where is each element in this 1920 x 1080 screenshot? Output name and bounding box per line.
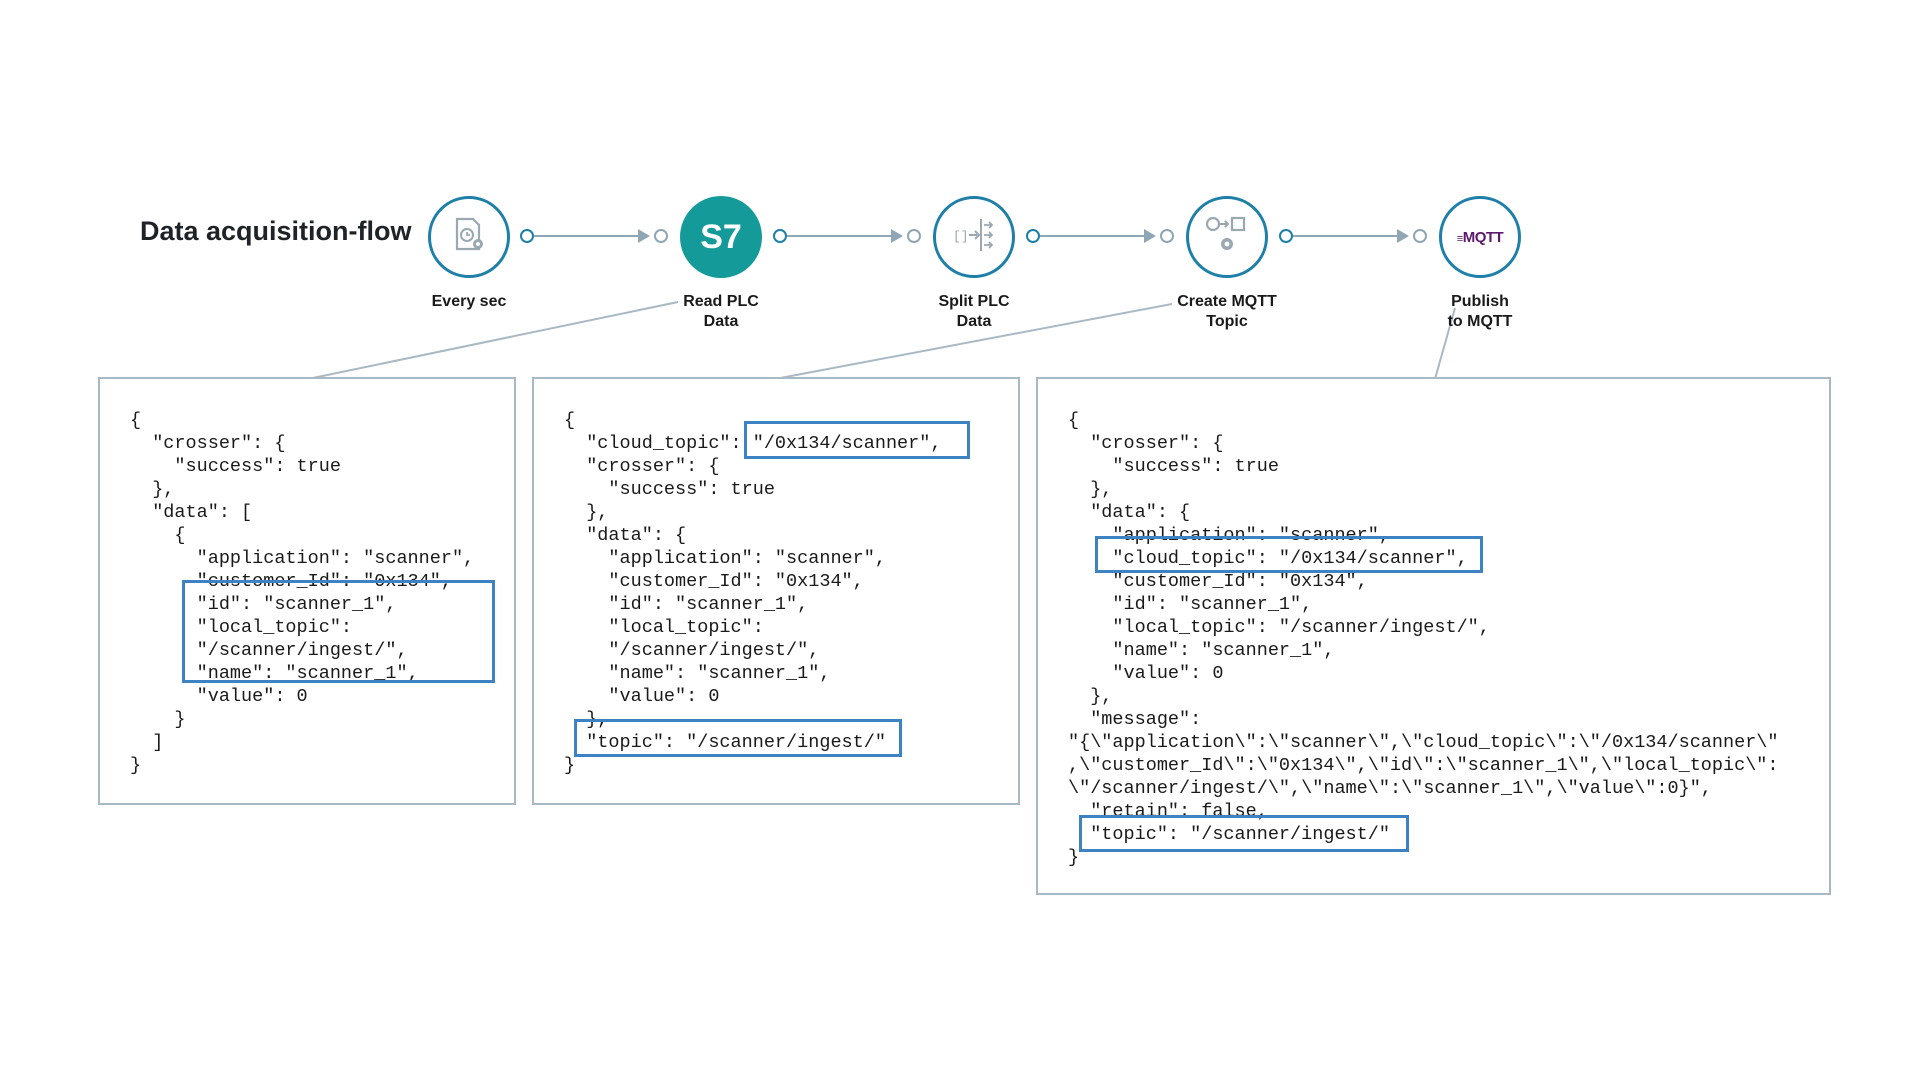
- flow-arrow: [1293, 235, 1397, 237]
- input-port[interactable]: [907, 229, 921, 243]
- node-create-mqtt-topic[interactable]: [1186, 196, 1268, 278]
- flow-arrow: [534, 235, 638, 237]
- node-read-plc-data[interactable]: S7: [680, 196, 762, 278]
- input-port[interactable]: [654, 229, 668, 243]
- input-port[interactable]: [1413, 229, 1427, 243]
- output-port[interactable]: [773, 229, 787, 243]
- flow-arrow: [787, 235, 891, 237]
- code-panel-publish-mqtt: { "crosser": { "success": true }, "data"…: [1036, 377, 1831, 895]
- split-icon: []: [951, 215, 997, 260]
- output-port[interactable]: [520, 229, 534, 243]
- code-panel-split-plc: { "cloud_topic": "/0x134/scanner", "cros…: [532, 377, 1020, 805]
- arrow-head-icon: [891, 229, 903, 243]
- flow-arrow: [1040, 235, 1144, 237]
- arrow-head-icon: [638, 229, 650, 243]
- mqtt-icon: ≡MQTT: [1456, 228, 1504, 246]
- output-port[interactable]: [1279, 229, 1293, 243]
- s7-icon: S7: [700, 217, 742, 256]
- json-code-block: { "crosser": { "success": true }, "data"…: [1068, 410, 1779, 868]
- arrow-head-icon: [1397, 229, 1409, 243]
- json-code-block: { "crosser": { "success": true }, "data"…: [130, 410, 475, 776]
- clock-gear-icon: [447, 213, 491, 262]
- input-port[interactable]: [1160, 229, 1174, 243]
- svg-text:[]: []: [953, 229, 969, 244]
- output-port[interactable]: [1026, 229, 1040, 243]
- node-every-sec[interactable]: [428, 196, 510, 278]
- connector-read-plc: [307, 301, 679, 380]
- connector-publish-mqtt: [1434, 307, 1456, 380]
- node-publish-to-mqtt[interactable]: ≡MQTT: [1439, 196, 1521, 278]
- node-label-every-sec: Every sec: [431, 293, 507, 310]
- node-split-plc-data[interactable]: []: [933, 196, 1015, 278]
- code-panel-read-plc: { "crosser": { "success": true }, "data"…: [98, 377, 516, 805]
- transform-icon: [1204, 214, 1250, 261]
- flow-title: Data acquisition-flow: [140, 216, 412, 246]
- arrow-head-icon: [1144, 229, 1156, 243]
- connector-create-mqtt: [774, 303, 1173, 380]
- json-code-block: { "cloud_topic": "/0x134/scanner", "cros…: [564, 410, 942, 776]
